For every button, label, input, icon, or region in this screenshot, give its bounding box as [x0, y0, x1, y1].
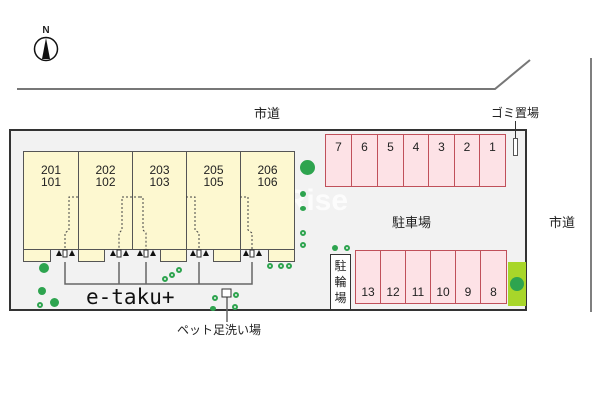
parking-row-top: 7 6 5 4 3 2 1: [325, 134, 506, 187]
shrub-icon: [162, 276, 168, 282]
shrub-icon: [344, 245, 350, 251]
brand-logo: e-taku+: [86, 285, 175, 309]
shrub-icon: [286, 263, 292, 269]
bicycle-parking-char: 場: [334, 291, 347, 305]
green-planting-strip: [508, 262, 526, 306]
parking-stall-1: 1: [479, 134, 506, 187]
shrub-icon: [169, 272, 175, 278]
parking-stall-13: 13: [355, 250, 381, 304]
porch: [268, 249, 295, 262]
unit-upper-number: 201: [40, 163, 62, 177]
shrub-icon: [300, 242, 306, 248]
garbage-box: [513, 138, 518, 156]
parking-stall-9: 9: [455, 250, 481, 304]
compass: N: [33, 26, 59, 62]
unit-upper-number: 205: [203, 163, 224, 177]
tree-icon: [510, 277, 524, 291]
shrub-icon: [267, 263, 273, 269]
pet-wash-label: ペット足洗い場: [177, 323, 262, 337]
road-label-east: 市道: [549, 216, 576, 231]
tree-icon: [39, 263, 49, 273]
unit-lower-number: 103: [149, 175, 170, 189]
shrub-icon: [212, 295, 218, 301]
shrub-icon: [300, 230, 306, 236]
unit-upper-number: 203: [149, 163, 170, 177]
tree-icon: [38, 287, 46, 295]
tree-icon: [332, 245, 338, 251]
bicycle-parking-char: 輪: [334, 275, 347, 289]
porch: [23, 249, 51, 262]
parking-stall-10: 10: [430, 250, 456, 304]
north-arrow-icon: [33, 36, 59, 62]
compass-north-label: N: [42, 25, 50, 36]
unit-lower-number: 102: [95, 175, 116, 189]
shrub-icon: [232, 304, 238, 310]
porch: [213, 249, 241, 262]
unit-upper-number: 206: [257, 163, 278, 177]
unit-lower-number: 101: [40, 175, 62, 189]
parking-stall-7: 7: [325, 134, 352, 187]
parking-stall-12: 12: [380, 250, 406, 304]
pet-wash-station: [221, 288, 232, 298]
tree-icon: [300, 206, 306, 211]
parking-stall-6: 6: [351, 134, 378, 187]
tree-icon: [210, 306, 216, 311]
shrub-icon: [278, 263, 284, 269]
parking-stall-5: 5: [377, 134, 404, 187]
tree-icon: [300, 191, 306, 197]
parking-stall-4: 4: [403, 134, 429, 187]
unit-upper-number: 202: [95, 163, 116, 177]
parking-row-bottom: 13 12 11 10 9 8: [355, 250, 507, 304]
parking-stall-2: 2: [454, 134, 480, 187]
garbage-label: ゴミ置場: [491, 106, 540, 120]
parking-stall-8: 8: [480, 250, 507, 304]
bicycle-parking: 駐 輪 場: [330, 254, 351, 310]
shrub-icon: [37, 302, 43, 308]
unit-lower-number: 105: [203, 175, 224, 189]
tree-icon: [50, 298, 59, 307]
porch: [160, 249, 187, 262]
tree-icon: [300, 160, 315, 175]
garbage-leader-line: [515, 121, 516, 138]
bicycle-parking-char: 駐: [334, 259, 347, 273]
porch: [78, 249, 105, 262]
shrub-icon: [176, 267, 182, 273]
parking-stall-3: 3: [428, 134, 455, 187]
road-label-north: 市道: [254, 107, 281, 122]
parking-stall-11: 11: [405, 250, 431, 304]
unit-lower-number: 106: [257, 175, 278, 189]
shrub-icon: [233, 292, 239, 298]
parking-label: 駐車場: [392, 216, 432, 231]
